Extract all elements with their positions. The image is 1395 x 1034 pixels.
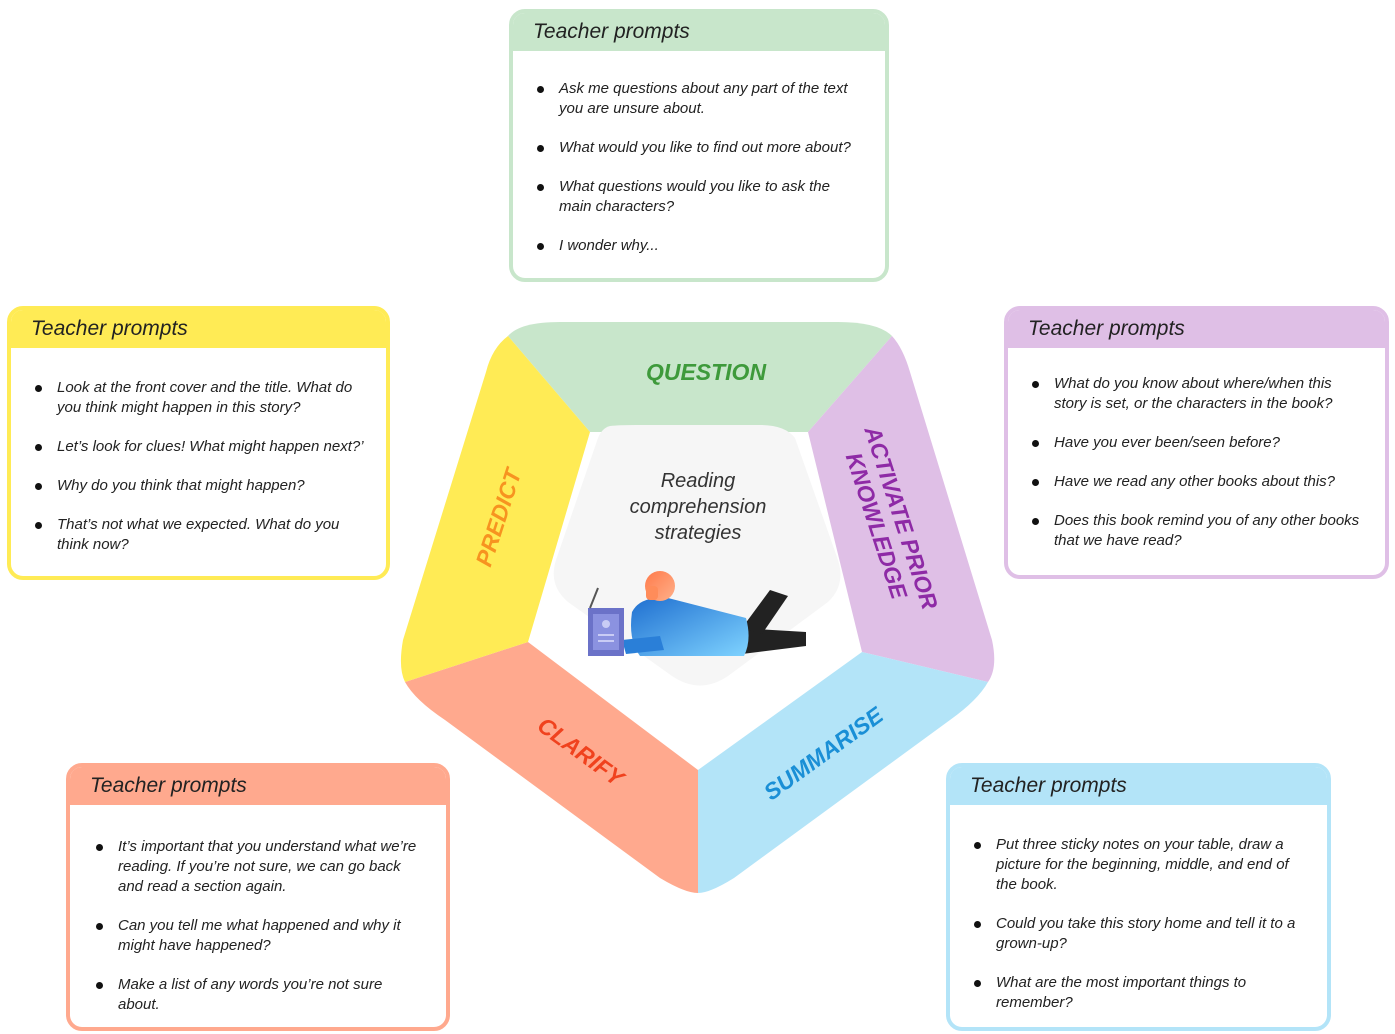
center-title-line-1: Reading: [661, 470, 736, 492]
list-item: Look at the front cover and the title. W…: [35, 378, 366, 418]
list-item: Let’s look for clues! What might happen …: [35, 437, 366, 457]
prompt-list: Ask me questions about any part of the t…: [513, 51, 885, 256]
center-title-line-3: strategies: [655, 522, 742, 544]
segment-question: [508, 322, 892, 432]
prompt-list: Put three sticky notes on your table, dr…: [950, 805, 1327, 1013]
list-item: Have you ever been/seen before?: [1032, 433, 1365, 453]
list-item: Why do you think that might happen?: [35, 476, 366, 496]
list-item: That’s not what we expected. What do you…: [35, 515, 366, 555]
list-item: What do you know about where/when this s…: [1032, 374, 1365, 414]
segment-clarify: [405, 642, 698, 893]
segment-predict: [400, 336, 590, 682]
segment-activate: [808, 336, 995, 682]
summarise-prompts-card: Teacher prompts Put three sticky notes o…: [946, 763, 1331, 1031]
list-item: Could you take this story home and tell …: [974, 914, 1303, 954]
list-item: What questions would you like to ask the…: [537, 177, 865, 217]
segment-label-question: QUESTION: [646, 359, 767, 385]
list-item: Ask me questions about any part of the t…: [537, 79, 865, 119]
clarify-prompts-card: Teacher prompts It’s important that you …: [66, 763, 450, 1031]
card-heading: Teacher prompts: [11, 310, 386, 348]
center-title-line-2: comprehension: [630, 496, 767, 518]
list-item: Make a list of any words you’re not sure…: [96, 975, 418, 1015]
list-item: Have we read any other books about this?: [1032, 472, 1365, 492]
list-item: Can you tell me what happened and why it…: [96, 916, 418, 956]
card-heading: Teacher prompts: [1008, 310, 1385, 348]
card-heading: Teacher prompts: [513, 13, 885, 51]
list-item: I wonder why...: [537, 236, 865, 256]
reading-child-illustration: [588, 571, 806, 656]
segment-summarise: [698, 652, 988, 893]
card-heading: Teacher prompts: [950, 767, 1327, 805]
prompt-list: Look at the front cover and the title. W…: [11, 348, 386, 555]
list-item: It’s important that you understand what …: [96, 837, 418, 897]
card-heading: Teacher prompts: [70, 767, 446, 805]
list-item: What would you like to find out more abo…: [537, 138, 865, 158]
activate-prior-knowledge-prompts-card: Teacher prompts What do you know about w…: [1004, 306, 1389, 579]
list-item: What are the most important things to re…: [974, 973, 1303, 1013]
list-item: Does this book remind you of any other b…: [1032, 511, 1365, 551]
question-prompts-card: Teacher prompts Ask me questions about a…: [509, 9, 889, 282]
list-item: Put three sticky notes on your table, dr…: [974, 835, 1303, 895]
prompt-list: It’s important that you understand what …: [70, 805, 446, 1015]
prompt-list: What do you know about where/when this s…: [1008, 348, 1385, 551]
predict-prompts-card: Teacher prompts Look at the front cover …: [7, 306, 390, 580]
